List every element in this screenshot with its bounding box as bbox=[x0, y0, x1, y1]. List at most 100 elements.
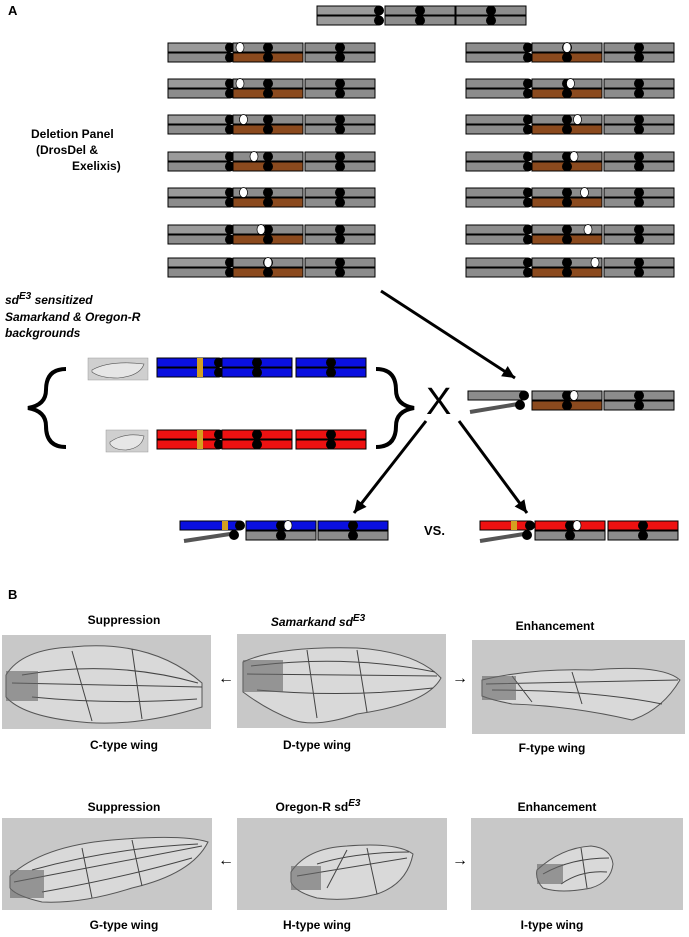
deletion-right-7-x-top-bar bbox=[465, 257, 529, 268]
deletion-left-5-chr2-top-centromere bbox=[263, 187, 273, 198]
arrow-to-deficiency-male-head bbox=[501, 366, 515, 378]
sensitized-label-line3: backgrounds bbox=[5, 326, 81, 340]
reference-chr2-top-centromere bbox=[415, 5, 425, 16]
arrow-right-row1: → bbox=[452, 670, 468, 687]
deletion-left-1-x-top-bar bbox=[167, 42, 231, 53]
deletion-right-5-x-top-bar bbox=[465, 187, 529, 198]
deletion-right-7-x-bottom-centromere bbox=[523, 267, 533, 278]
deletion-left-5-x-bottom-bar bbox=[167, 197, 231, 208]
deletion-left-3-chr2-top-centromere bbox=[263, 114, 273, 125]
deletion-left-2-chr2-bottom-centromere bbox=[263, 88, 273, 99]
deletion-left-7-x-bottom-bar bbox=[167, 267, 231, 278]
deletion-right-3-x-top-centromere bbox=[523, 114, 533, 125]
deletion-panel-label-line3: Exelixis) bbox=[72, 159, 121, 173]
deletion-right-4-x-bottom-centromere bbox=[523, 161, 533, 172]
oregon-progeny-chr2-top-centromere bbox=[565, 520, 575, 531]
deletion-right-6-x-bottom-centromere bbox=[523, 234, 533, 245]
wing-c-image bbox=[2, 635, 211, 729]
deletion-right-4-chr3-bottom-centromere bbox=[634, 161, 644, 172]
deficiency-male-y bbox=[469, 402, 519, 414]
deletion-right-6-x-top-bar bbox=[465, 224, 529, 235]
samarkand-parent-chr2-bottom-centromere bbox=[252, 367, 262, 378]
deletion-left-1-chr2-top-centromere bbox=[263, 42, 273, 53]
samarkand-progeny-chr2-bottom-centromere bbox=[276, 530, 286, 541]
deletion-left-4-chr2-top-centromere bbox=[263, 151, 273, 162]
samarkand-parent-x-top-bar bbox=[156, 357, 220, 368]
reference-karyotype-x-top-centromere bbox=[374, 5, 384, 16]
deletion-right-5-chr2-bottom-centromere bbox=[562, 197, 572, 208]
deletion-left-1-chr3-top-centromere bbox=[335, 42, 345, 53]
deletion-left-3-x-bottom-bar bbox=[167, 124, 231, 135]
vs-label: VS. bbox=[424, 523, 445, 538]
arrow-to-oregon-progeny-line bbox=[457, 420, 529, 514]
cross-symbol: X bbox=[426, 381, 452, 423]
deletion-right-3-x-bottom-centromere bbox=[523, 124, 533, 135]
samarkand-parent-sd-marker bbox=[197, 358, 203, 377]
oregon-parent-chr3-top-centromere bbox=[326, 429, 336, 440]
c-type-wing-caption: C-type wing bbox=[90, 738, 158, 752]
deficiency-male-chr2-bottom-centromere bbox=[562, 400, 572, 411]
samarkand-progeny-sd-marker bbox=[222, 521, 228, 530]
samarkand-parent-chr3-bottom-centromere bbox=[326, 367, 336, 378]
samarkand-header-sup: E3 bbox=[352, 613, 366, 624]
deletion-left-3-chr3-top-centromere bbox=[335, 114, 345, 125]
deletion-right-4-chr3-top-centromere bbox=[634, 151, 644, 162]
sd-gene-name: sd bbox=[5, 293, 20, 307]
deletion-left-2-chr3-bottom-centromere bbox=[335, 88, 345, 99]
deletion-right-7-chr3-top-centromere bbox=[634, 257, 644, 268]
deletion-left-2-chr3-top-centromere bbox=[335, 78, 345, 89]
h-type-wing-caption: H-type wing bbox=[283, 918, 351, 932]
deletion-left-4-chr3-bottom-centromere bbox=[335, 161, 345, 172]
deletion-right-2-x-top-bar bbox=[465, 78, 529, 89]
oregon-wing-thumbnail-shape bbox=[109, 434, 145, 451]
oregon-parent-x-top-bar bbox=[156, 429, 220, 440]
deletion-right-5-chr3-top-centromere bbox=[634, 187, 644, 198]
deletion-panel-label-line1: Deletion Panel bbox=[31, 127, 114, 141]
deletion-right-1-chr3-top-centromere bbox=[634, 42, 644, 53]
oregon-progeny-chr3-bottom-centromere bbox=[638, 530, 648, 541]
deletion-left-4-chr3-top-centromere bbox=[335, 151, 345, 162]
deficiency-male-y-centromere bbox=[515, 400, 525, 410]
reference-karyotype-x-bottom-centromere bbox=[374, 15, 384, 26]
deletion-right-6-x-bottom-bar bbox=[465, 234, 529, 245]
deletion-right-5-chr2-deletion-mark bbox=[580, 187, 589, 198]
deletion-right-3-chr3-top-centromere bbox=[634, 114, 644, 125]
deletion-left-6-chr3-top-centromere bbox=[335, 224, 345, 235]
deficiency-male-x-bar bbox=[467, 390, 525, 401]
deletion-left-1-chr2-bottom-centromere bbox=[263, 52, 273, 63]
deletion-left-6-x-bottom-bar bbox=[167, 234, 231, 245]
panel-b-letter: B bbox=[8, 587, 18, 602]
deletion-left-7-x-top-bar bbox=[167, 257, 231, 268]
samarkand-parent-chr2-top-centromere bbox=[252, 357, 262, 368]
reference-chr3-bottom-centromere bbox=[486, 15, 496, 26]
deletion-left-6-x-top-bar bbox=[167, 224, 231, 235]
deletion-right-7-x-bottom-bar bbox=[465, 267, 529, 278]
deletion-right-2-chr2-deletion-mark bbox=[566, 78, 575, 89]
deletion-left-7-chr3-bottom-centromere bbox=[335, 267, 345, 278]
deletion-left-3-chr2-bottom-centromere bbox=[263, 124, 273, 135]
samarkand-progeny-chr3-bottom-centromere bbox=[348, 530, 358, 541]
deletion-left-2-x-top-bar bbox=[167, 78, 231, 89]
deletion-left-2-chr2-deletion-mark bbox=[235, 78, 245, 89]
deletion-right-5-x-bottom-centromere bbox=[523, 197, 533, 208]
i-type-wing-caption: I-type wing bbox=[520, 918, 584, 932]
deletion-left-5-chr2-deletion-mark bbox=[239, 187, 248, 198]
arrow-left-row2: ← bbox=[218, 852, 234, 869]
samarkand-progeny-chr2-top-centromere bbox=[276, 520, 286, 531]
deletion-right-4-x-top-bar bbox=[465, 151, 529, 162]
deletion-right-1-chr2-deletion-mark bbox=[562, 42, 572, 53]
deletion-right-7-chr2-bottom-centromere bbox=[562, 267, 572, 278]
oregon-progeny-sd-marker bbox=[511, 521, 517, 530]
reference-karyotype-x-bottom-bar bbox=[316, 15, 380, 26]
deficiency-male-chr2-deletion-mark bbox=[569, 390, 579, 401]
deletion-right-5-x-top-centromere bbox=[523, 187, 533, 198]
oregon-progeny-x-bar bbox=[479, 520, 531, 531]
samarkand-progeny-x-bar bbox=[179, 520, 241, 531]
deletion-right-6-chr2-bottom-centromere bbox=[562, 234, 572, 245]
oregon-progeny-chr3-top-centromere bbox=[638, 520, 648, 531]
wing-i-image bbox=[471, 818, 683, 910]
enhancement-header-row1: Enhancement bbox=[515, 619, 595, 633]
deletion-right-6-chr2-deletion-mark bbox=[583, 224, 593, 235]
deletion-left-7-chr2-bottom-centromere bbox=[263, 267, 273, 278]
